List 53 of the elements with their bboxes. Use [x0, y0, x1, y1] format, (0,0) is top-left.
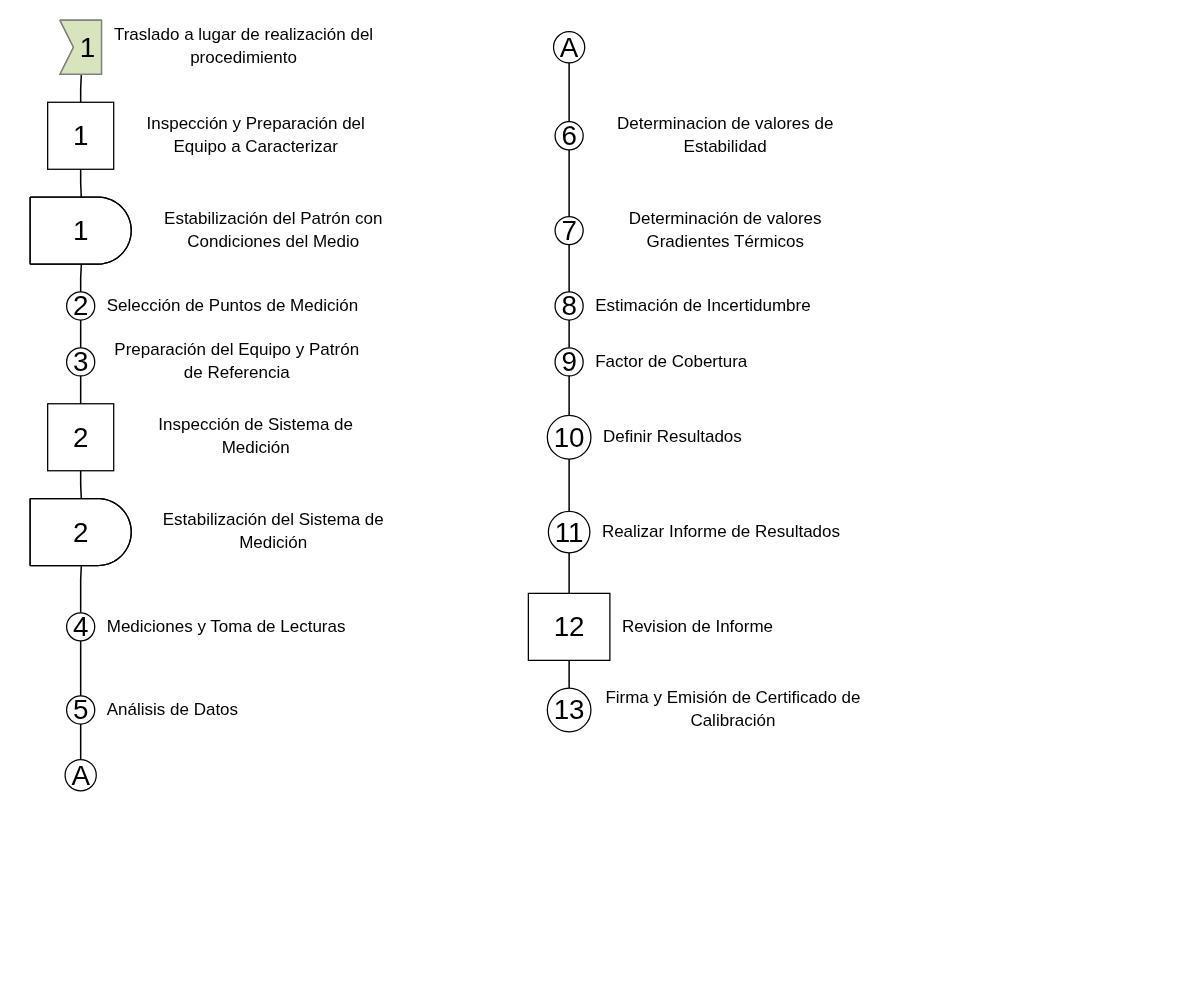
operation-circle: 5: [66, 694, 96, 726]
operation-circle: 7: [554, 214, 584, 247]
operation-circle: 3: [66, 346, 96, 378]
connector-line: [568, 243, 570, 293]
operation-circle: A: [64, 758, 97, 792]
operation-circle: A: [552, 31, 586, 64]
operation-circle: 6: [554, 119, 584, 152]
step-description: Determinación de valores Gradientes Térmicos: [627, 207, 823, 253]
operation-circle: 9: [554, 346, 584, 378]
step-description: Determinacion de valores de Estabilidad: [616, 112, 835, 158]
step-description: Mediciones y Toma de Lecturas: [106, 615, 346, 638]
step-description: Estimación de Incertidumbre: [595, 294, 811, 317]
step-description: Factor de Cobertura: [595, 350, 748, 373]
connector-line: [568, 62, 570, 123]
inspection-square: 2: [47, 403, 115, 472]
connector-line: [79, 565, 83, 614]
connector-line: [568, 375, 570, 417]
operation-circle: 4: [66, 611, 96, 643]
connector-line: [568, 458, 570, 513]
operation-circle: 2: [66, 290, 96, 322]
connector-line: [568, 319, 570, 349]
step-description: Inspección de Sistema de Medición: [157, 414, 354, 460]
delay-symbol: 1: [29, 196, 132, 265]
connector-line: [79, 319, 82, 349]
inspection-square: 12: [527, 592, 611, 661]
connector-line: [79, 723, 82, 761]
delay-symbol: 2: [29, 497, 132, 567]
connector-line: [568, 149, 570, 218]
connector-line: [568, 659, 570, 689]
step-description: Traslado a lugar de realización del procedimiento: [113, 24, 374, 70]
connector-line: [568, 552, 570, 595]
step-description: Estabilización del Sistema de Medición: [161, 509, 385, 555]
connector-line: [79, 263, 83, 293]
operation-circle: 10: [546, 414, 592, 460]
operation-circle: 13: [546, 687, 592, 733]
connector-line: [79, 168, 83, 199]
step-description: Realizar Informe de Resultados: [601, 520, 840, 543]
operation-circle: 8: [554, 290, 584, 322]
step-description: Definir Resultados: [602, 425, 742, 448]
step-description: Inspección y Preparación del Equipo a Caracterizar: [145, 112, 366, 158]
step-description: Preparación del Equipo y Patrón de Referencia: [113, 338, 361, 384]
step-description: Selección de Puntos de Medición: [106, 294, 359, 317]
inspection-square: 1: [47, 101, 115, 170]
connector-line: [79, 470, 83, 500]
step-description: Firma y Emisión de Certificado de Calibración: [604, 687, 862, 732]
step-description: Revision de Informe: [621, 615, 774, 638]
step-description: Análisis de Datos: [106, 698, 239, 721]
operation-circle: 11: [547, 510, 591, 554]
step-description: Estabilización del Patrón con Condiciones del Medio: [163, 207, 384, 253]
connector-line: [79, 74, 83, 104]
transport-arrow: 1: [59, 19, 103, 76]
connector-line: [79, 375, 82, 405]
connector-line: [79, 640, 82, 697]
